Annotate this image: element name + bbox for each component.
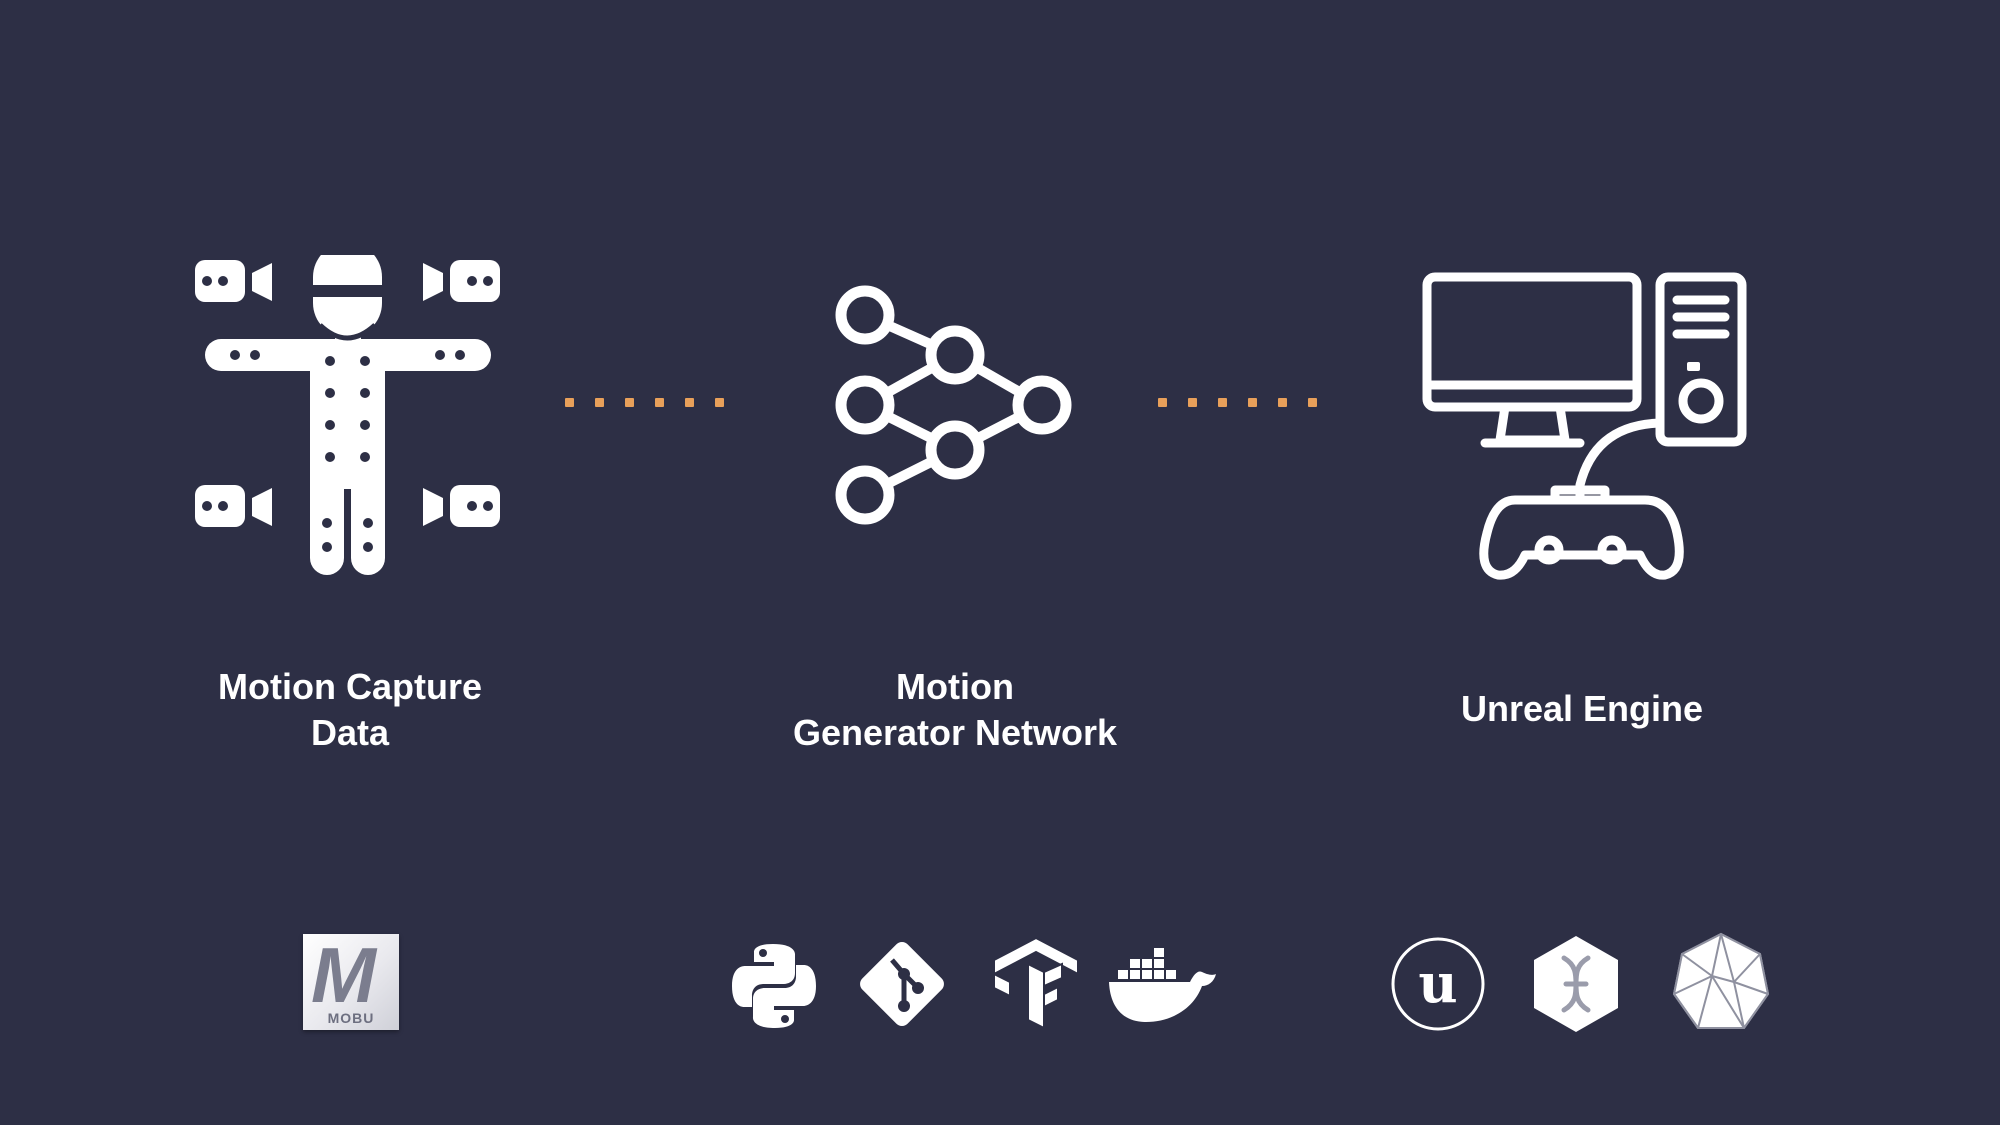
neural-network-icon bbox=[835, 285, 1072, 525]
motionbuilder-logo-icon: M MOBU bbox=[303, 934, 399, 1030]
tensorflow-logo-icon bbox=[993, 936, 1079, 1030]
svg-text:u: u bbox=[1418, 951, 1457, 1015]
unreal-engine-logo-icon: u bbox=[1391, 937, 1485, 1031]
docker-logo-icon bbox=[1109, 948, 1216, 1022]
connector-dots-2 bbox=[1158, 398, 1317, 407]
python-logo-icon bbox=[732, 944, 816, 1028]
motion-capture-icon bbox=[195, 255, 500, 575]
polyhedron-mesh-logo-icon bbox=[1672, 932, 1770, 1029]
stage-label-motion-generator: Motion Generator Network bbox=[792, 666, 1118, 753]
connector-dots-1 bbox=[565, 398, 724, 407]
stage-label-unreal-engine: Unreal Engine bbox=[1460, 688, 1704, 729]
git-logo-icon bbox=[860, 942, 944, 1026]
stage-label-motion-capture: Motion Capture Data bbox=[218, 666, 482, 753]
dna-hexagon-logo-icon bbox=[1534, 936, 1618, 1032]
computer-gamepad-icon bbox=[1422, 272, 1747, 580]
